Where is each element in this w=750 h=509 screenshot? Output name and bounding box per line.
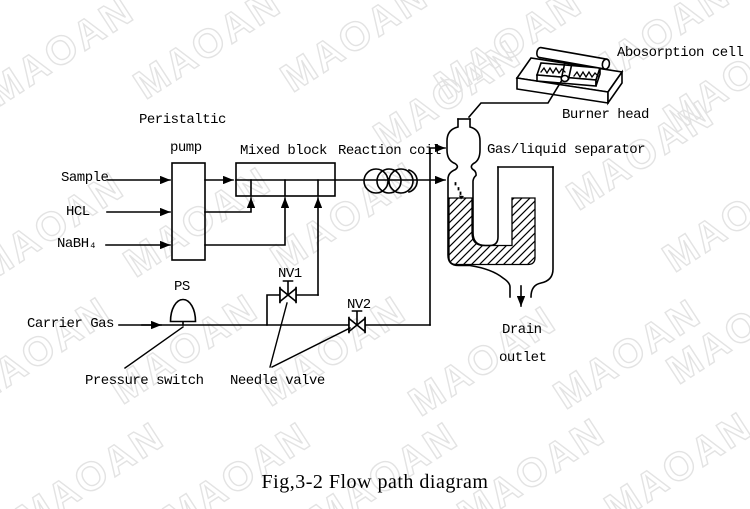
reaction-coil-symbol xyxy=(363,168,418,194)
hcl-stream-label: HCL xyxy=(66,204,90,220)
peristaltic-pump-symbol xyxy=(171,162,206,261)
input-stream-arrows xyxy=(105,175,171,250)
peristaltic-pump-label-line2: pump xyxy=(170,140,202,156)
separator-liquid-hatch xyxy=(448,197,536,266)
burner-head-label: Burner head xyxy=(562,107,649,123)
gas-liquid-separator-label: Gas/liquid separator xyxy=(487,142,646,158)
label-pointer-lines xyxy=(124,302,351,369)
nabh4-stream-label: NaBH₄ xyxy=(57,236,97,252)
gas-liquid-separator-symbol xyxy=(446,118,554,298)
figure-caption: Fig,3-2 Flow path diagram xyxy=(261,471,489,493)
drip-dashes xyxy=(454,182,464,200)
needle-valve-1-symbol xyxy=(279,280,297,304)
needle-valve-label: Needle valve xyxy=(230,373,325,389)
pressure-switch-label: Pressure switch xyxy=(85,373,204,389)
carrier-gas-label: Carrier Gas xyxy=(27,316,114,332)
pressure-switch-symbol xyxy=(169,298,197,326)
needle-valve-1-label: NV1 xyxy=(278,266,302,282)
reaction-coil-label: Reaction coil xyxy=(338,143,441,159)
carrier-gas-line xyxy=(118,143,446,330)
drain-outlet-label-line1: Drain xyxy=(502,322,542,338)
peristaltic-pump-label-line1: Peristaltic xyxy=(139,112,226,128)
pressure-switch-abbrev-label: PS xyxy=(174,279,190,295)
burner-coil-right xyxy=(573,70,599,79)
absorption-cell-label: Abosorption cell xyxy=(617,45,744,61)
mixed-block-label: Mixed block xyxy=(240,143,327,159)
needle-valve-2-symbol xyxy=(348,310,366,334)
needle-valve-2-label: NV2 xyxy=(347,297,371,313)
separator-to-burner-line xyxy=(467,78,564,119)
absorption-cell-symbol xyxy=(536,46,611,83)
sample-stream-label: Sample xyxy=(61,170,109,186)
drain-outlet-label-line2: outlet xyxy=(499,350,547,366)
burner-coil-left xyxy=(540,66,566,75)
block-feed-lines xyxy=(204,197,323,296)
